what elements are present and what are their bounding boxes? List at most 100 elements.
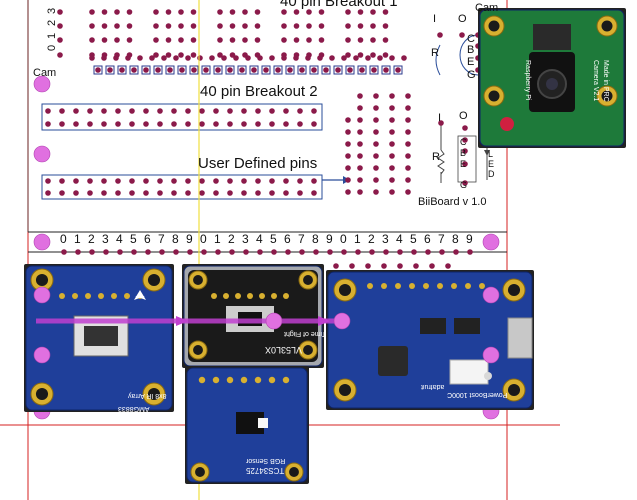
header-pin-dot: [159, 249, 165, 255]
rgb-pin: [254, 376, 262, 384]
pin-dot: [373, 153, 379, 159]
pin-dot: [459, 32, 465, 38]
pin-dot: [59, 121, 65, 127]
tof-mount-br-hole: [303, 345, 313, 355]
header-pin-dot: [145, 249, 151, 255]
pin-dot: [255, 190, 261, 196]
pin-dot: [373, 129, 379, 135]
thermal-pin: [98, 293, 104, 299]
header-pin-dot: [187, 249, 193, 255]
square-pad: [345, 65, 355, 75]
pin-dot: [293, 23, 300, 29]
pin-dot: [153, 37, 159, 43]
pin-dot: [345, 52, 351, 58]
pin-dot: [370, 52, 376, 58]
header-pin-dot: [173, 249, 179, 255]
biiboard-version-label: BiiBoard v 1.0: [418, 196, 487, 208]
power-pin: [381, 283, 387, 289]
pin-dot: [242, 9, 248, 15]
pin-dot: [381, 263, 387, 269]
pin-dot: [345, 141, 351, 147]
power-pin: [367, 283, 373, 289]
square-pad: [261, 65, 271, 75]
thermal-pin: [124, 293, 130, 299]
pin-dot: [357, 129, 363, 135]
power-pin: [479, 283, 485, 289]
pin-dot: [89, 9, 95, 15]
pin-dot: [114, 23, 120, 29]
header-digit: 9: [466, 232, 473, 246]
pin-dot: [101, 9, 108, 15]
led-label-e: E: [488, 159, 495, 169]
camera-mount-tl-hole: [488, 20, 500, 32]
pin-dot: [87, 121, 93, 127]
top-digit-1: 1: [46, 32, 58, 39]
pin-dot: [293, 37, 300, 43]
pin-dot: [377, 55, 383, 61]
header-digit: 6: [284, 232, 291, 246]
pin-dot: [165, 37, 172, 43]
power-board-text-2: adafruit: [421, 383, 445, 390]
header-digit: 4: [256, 232, 263, 246]
square-pad: [189, 65, 199, 75]
pin-dot: [405, 177, 411, 183]
power-inductor: [378, 346, 408, 376]
lower-transistor-r: R: [432, 151, 440, 163]
header-digit: 3: [382, 232, 389, 246]
lower-transistor-e: E: [460, 159, 467, 169]
pin-dot: [242, 23, 248, 29]
pin-dot: [101, 190, 107, 196]
pin-dot: [126, 37, 133, 43]
rgb-mount-br-hole: [289, 467, 299, 477]
top-digit-0: 0: [46, 44, 58, 51]
lower-resistor: [437, 149, 445, 175]
rgb-pin: [268, 376, 276, 384]
pin-dot: [345, 117, 351, 123]
pin-dot: [217, 37, 223, 43]
pin-dot: [345, 165, 351, 171]
pin-dot: [370, 23, 376, 29]
pin-dot: [167, 67, 173, 73]
pin-dot: [370, 37, 376, 43]
camera-board: [478, 8, 626, 148]
pin-dot: [373, 177, 379, 183]
pin-dot: [213, 108, 219, 114]
header-pin-dot: [327, 249, 333, 255]
pin-dot: [165, 9, 172, 15]
pin-dot: [405, 189, 411, 195]
pin-dot: [269, 121, 275, 127]
camera-lens-inner: [546, 78, 558, 90]
square-pad: [213, 65, 223, 75]
power-pin: [395, 283, 401, 289]
pin-dot: [115, 121, 121, 127]
rgb-pin: [226, 376, 234, 384]
pin-dot: [143, 190, 149, 196]
rgb-pin: [198, 376, 206, 384]
pin-dot: [251, 67, 257, 73]
pin-dot: [389, 165, 395, 171]
pin-dot: [357, 37, 364, 43]
power-led: [484, 372, 492, 380]
square-pad: [129, 65, 139, 75]
header-digit: 1: [74, 232, 81, 246]
pin-dot: [462, 161, 468, 167]
pink-dot-thermal-top: [33, 286, 51, 304]
pin-dot: [190, 23, 197, 29]
pin-dot: [373, 105, 379, 111]
pin-dot: [389, 129, 395, 135]
pin-dot: [115, 190, 121, 196]
pin-dot: [45, 178, 51, 184]
pink-dot-power-right: [482, 286, 500, 304]
pin-dot: [59, 190, 65, 196]
header-pin-dot: [103, 249, 109, 255]
pin-dot: [217, 9, 223, 15]
pin-dot: [357, 93, 363, 99]
power-usb-port: [507, 317, 533, 359]
pin-dot: [318, 37, 325, 43]
pin-dot: [101, 37, 108, 43]
square-pad: [225, 65, 235, 75]
pin-dot: [365, 263, 371, 269]
pin-dot: [437, 32, 443, 38]
header-digit: 8: [312, 232, 319, 246]
square-pad: [273, 65, 283, 75]
